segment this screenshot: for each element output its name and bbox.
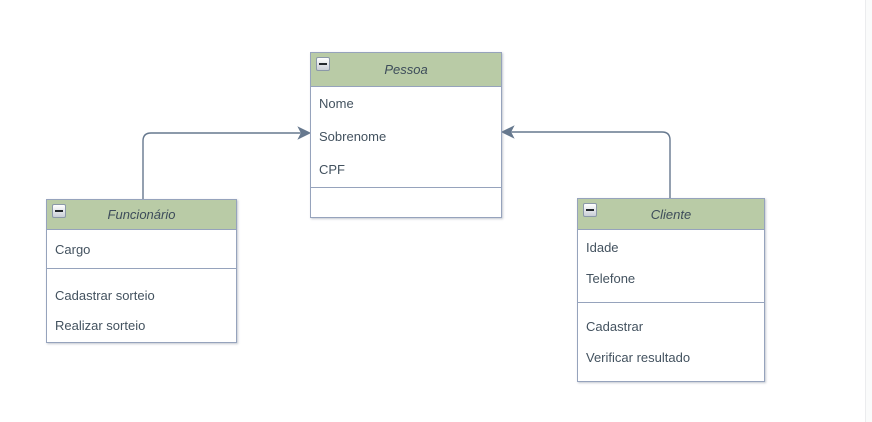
operations-section-empty[interactable] [311,187,501,217]
class-cliente[interactable]: Cliente Idade Telefone Cadastrar Verific… [577,198,765,382]
canvas-edge [865,0,872,422]
attribute-row[interactable]: Telefone [586,271,636,286]
attribute-row[interactable]: Idade [586,240,619,255]
operations-section: Cadastrar Verificar resultado [578,302,764,381]
operation-row[interactable]: Cadastrar [586,319,644,334]
operation-row[interactable]: Cadastrar sorteio [55,287,155,303]
connector-funcionario-pessoa[interactable] [142,126,312,199]
connector-cliente-pessoa[interactable] [500,125,671,198]
arrowhead-icon [297,126,312,140]
attribute-row[interactable]: CPF [319,162,345,177]
collapse-minus-icon[interactable] [316,57,330,71]
attribute-row[interactable]: Sobrenome [319,129,387,144]
class-cliente-header[interactable]: Cliente [578,199,764,230]
collapse-minus-icon[interactable] [52,204,66,218]
attributes-section: Idade Telefone [578,230,764,302]
class-title: Funcionário [107,207,176,222]
arrowhead-icon [500,125,515,139]
class-title: Cliente [650,206,692,222]
operations-section: Cadastrar sorteio Realizar sorteio [47,268,236,342]
operation-row[interactable]: Verificar resultado [586,350,691,365]
operation-row[interactable]: Realizar sorteio [55,317,146,333]
class-pessoa-header[interactable]: Pessoa [311,53,501,87]
class-funcionario[interactable]: Funcionário Cargo Cadastrar sorteio Real… [46,199,237,343]
attributes-section: Nome Sobrenome CPF [311,87,501,187]
collapse-minus-icon[interactable] [583,203,597,217]
attributes-section: Cargo [47,230,236,268]
class-funcionario-header[interactable]: Funcionário [47,200,236,230]
class-pessoa[interactable]: Pessoa Nome Sobrenome CPF [310,52,502,218]
attribute-row[interactable]: Nome [319,96,354,111]
attribute-row[interactable]: Cargo [55,241,91,257]
class-title: Pessoa [384,62,428,77]
